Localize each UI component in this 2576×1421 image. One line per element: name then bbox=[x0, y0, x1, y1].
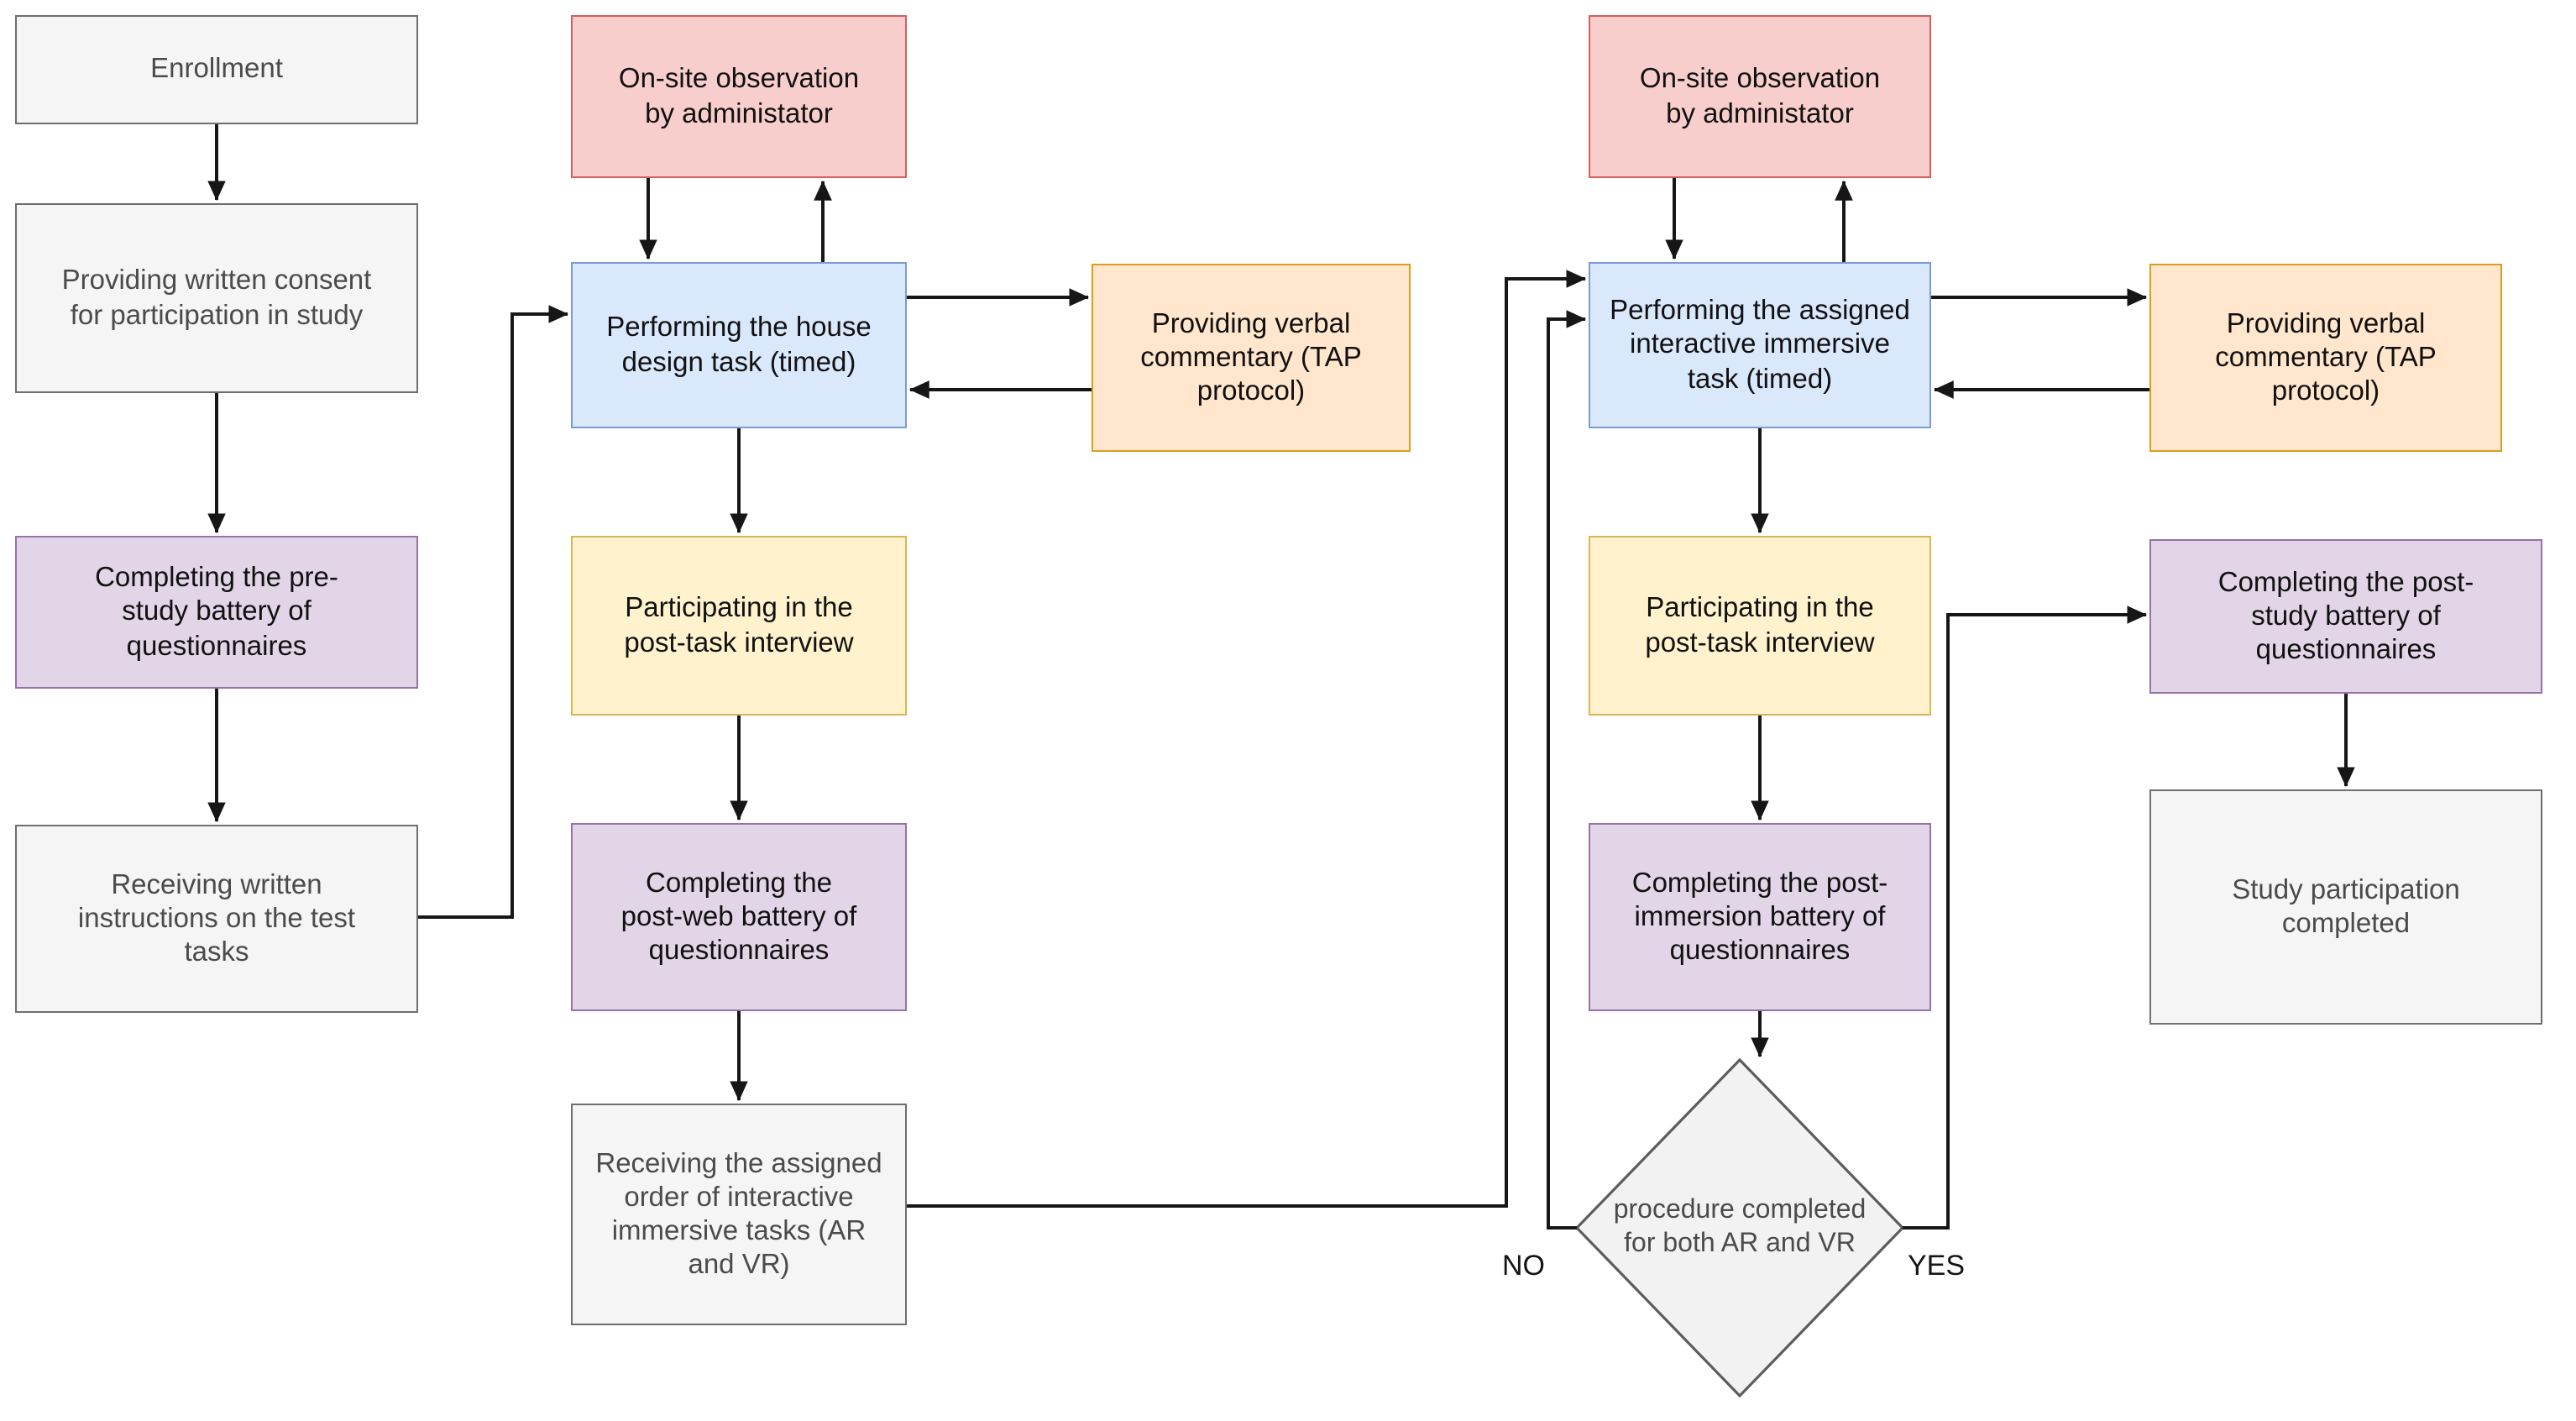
node-consent: Providing written consent for participat… bbox=[15, 203, 418, 393]
node-house-design-task: Performing the house design task (timed) bbox=[571, 262, 907, 428]
node-receiving-instructions: Receiving written instructions on the te… bbox=[15, 825, 418, 1013]
decision-yes-label: YES bbox=[1908, 1250, 1966, 1282]
node-tap-protocol-2: Providing verbal commentary (TAP protoco… bbox=[2149, 264, 2502, 452]
node-postimmersion-battery: Completing the post-immersion battery of… bbox=[1589, 823, 1931, 1011]
node-receiving-assigned-order: Receiving the assigned order of interact… bbox=[571, 1104, 907, 1325]
node-immersive-task: Performing the assigned interactive imme… bbox=[1589, 262, 1931, 428]
node-tap-protocol-1: Providing verbal commentary (TAP protoco… bbox=[1092, 264, 1411, 452]
node-enrollment: Enrollment bbox=[15, 15, 418, 124]
node-poststudy-battery: Completing the post-study battery of que… bbox=[2149, 539, 2542, 694]
edge-recvorder-immersivetask bbox=[907, 270, 1587, 1208]
decision-diamond-shape bbox=[1574, 1057, 1905, 1398]
node-onsite-observation-2: On-site observation by administator bbox=[1589, 15, 1931, 178]
node-decision-label: procedure completed for both AR and VR bbox=[1613, 1196, 1867, 1258]
edge-decision-yes-poststudy bbox=[1903, 606, 2148, 1230]
node-postweb-battery: Completing the post-web battery of quest… bbox=[571, 823, 907, 1011]
node-study-completed: Study participation completed bbox=[2149, 789, 2542, 1025]
node-posttask-interview-2: Participating in the post-task interview bbox=[1589, 536, 1931, 716]
node-prestudy-battery: Completing the pre-study battery of ques… bbox=[15, 536, 418, 689]
node-posttask-interview-1: Participating in the post-task interview bbox=[571, 536, 907, 716]
decision-no-label: NO bbox=[1502, 1250, 1545, 1282]
edge-instructions-housetask bbox=[418, 305, 569, 919]
edge-decision-no-immersivetask bbox=[1547, 310, 1587, 1230]
node-onsite-observation-1: On-site observation by administator bbox=[571, 15, 907, 178]
